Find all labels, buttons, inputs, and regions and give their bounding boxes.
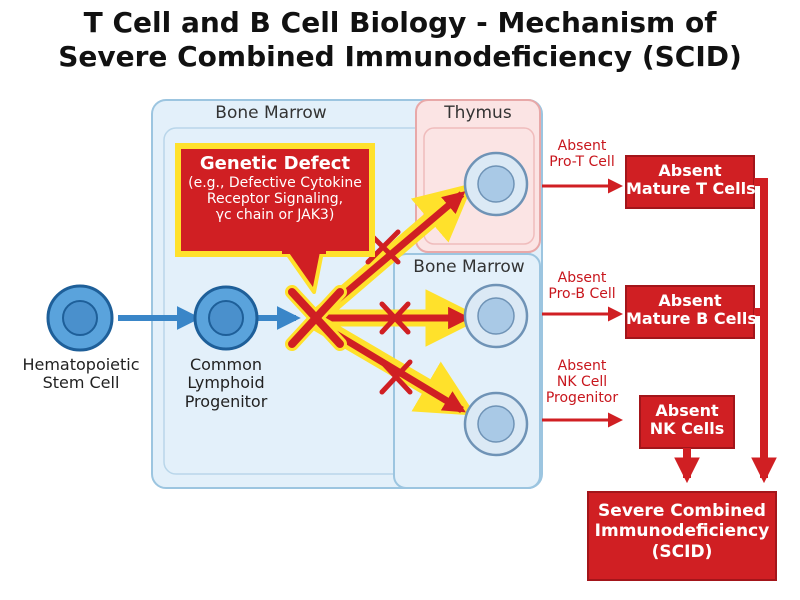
clp-cell (193, 285, 259, 351)
absent-pro-b-label: Absent Pro-B Cell (548, 270, 616, 303)
hsc-label: Hematopoietic Stem Cell (22, 355, 140, 393)
block-x-nk (379, 359, 413, 395)
absent-nk-label: Absent NK Cells (649, 401, 725, 439)
nk-box (639, 395, 735, 449)
t-b-to-scid-connector (751, 178, 777, 484)
thymus-label: Thymus (444, 103, 512, 123)
secondary-bone-marrow-label: Bone Marrow (413, 257, 525, 277)
scid-box (587, 491, 777, 581)
title-line-2: Severe Combined Immunodeficiency (SCID) (58, 40, 742, 73)
hsc-cell (46, 284, 114, 352)
nk-progenitor-absent (463, 391, 529, 457)
genetic-defect-callout (175, 143, 375, 294)
pro-b-cell-absent (463, 283, 529, 349)
block-x-main (285, 285, 347, 351)
block-x-b (379, 301, 411, 335)
scid-label: Severe Combined Immunodeficiency (SCID) (594, 501, 770, 562)
bone-marrow-label: Bone Marrow (215, 103, 327, 123)
absent-pro-t-label: Absent Pro-T Cell (549, 138, 615, 171)
genetic-defect-text: Genetic Defect (e.g., Defective Cytokine… (180, 153, 370, 223)
absent-mature-b-label: Absent Mature B Cells (626, 291, 757, 329)
title-line-1: T Cell and B Cell Biology - Mechanism of (83, 6, 717, 39)
absent-nk-progenitor-label: Absent NK Cell Progenitor (545, 358, 619, 407)
clp-label: Common Lymphoid Progenitor (184, 355, 268, 411)
genetic-defect-title: Genetic Defect (199, 153, 351, 174)
diagram-title: T Cell and B Cell Biology - Mechanism of… (0, 6, 800, 74)
absent-mature-t-label: Absent Mature T Cells (626, 161, 756, 199)
pro-t-cell-absent (463, 151, 529, 217)
